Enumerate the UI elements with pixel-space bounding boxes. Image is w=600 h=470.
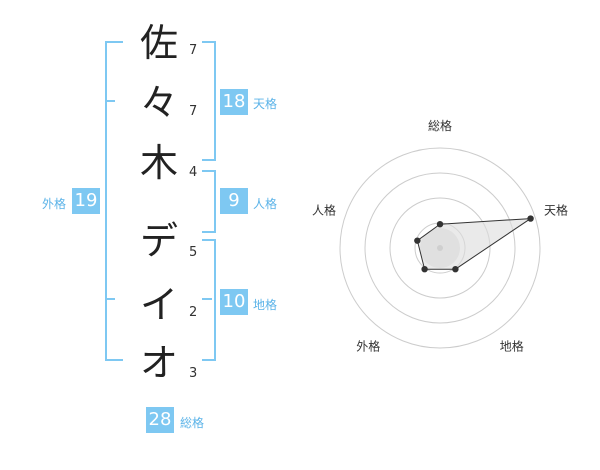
- jinkaku-label: 人格: [253, 197, 278, 211]
- radar-grid-ring: [364, 172, 516, 324]
- tenkaku-value: 18: [220, 89, 248, 115]
- chikaku-bracket-tick: [202, 298, 212, 300]
- gaikaku-bracket-tick-2: [105, 298, 115, 300]
- gaikaku-value: 19: [72, 188, 100, 214]
- radar-axis-label: 人格: [312, 202, 336, 217]
- radar-axis-label: 天格: [544, 202, 568, 217]
- name-char-6: オ: [140, 341, 179, 385]
- stroke-count-1: 7: [189, 43, 198, 58]
- radar-point: [414, 237, 421, 244]
- radar-point: [527, 215, 534, 222]
- name-char-2: 々: [140, 81, 179, 125]
- radar-point: [421, 265, 428, 273]
- radar-score-polygon: [416, 217, 533, 270]
- name-char-1: 佐: [140, 21, 179, 65]
- soukaku-label: 総格: [180, 416, 205, 430]
- jinkaku-value: 9: [220, 188, 248, 214]
- tenkaku-label: 天格: [253, 97, 278, 111]
- gaikaku-bracket: [105, 41, 123, 361]
- chikaku-value: 10: [220, 289, 248, 315]
- radar-point: [436, 220, 444, 228]
- radar-axis-label: 総格: [428, 118, 452, 133]
- tenkaku-bracket: [202, 41, 216, 161]
- gaikaku-label: 外格: [42, 197, 67, 211]
- radar-point: [452, 265, 459, 273]
- name-char-4: デ: [140, 219, 179, 263]
- name-char-5: イ: [140, 283, 179, 327]
- stroke-count-2: 7: [189, 104, 198, 119]
- radar-grid-ring: [339, 147, 541, 349]
- stroke-count-6: 3: [189, 366, 198, 381]
- chikaku-label: 地格: [253, 298, 278, 312]
- radar-axis-label: 地格: [500, 339, 524, 354]
- gaikaku-bracket-tick-1: [105, 100, 115, 102]
- radar-axis-label: 外格: [356, 339, 380, 354]
- radar-grid-ring: [389, 197, 491, 299]
- jinkaku-bracket: [202, 170, 216, 233]
- name-char-3: 木: [140, 141, 179, 185]
- stroke-count-3: 4: [189, 165, 198, 180]
- chikaku-bracket: [202, 239, 216, 361]
- stroke-count-4: 5: [189, 245, 198, 260]
- soukaku-value: 28: [146, 407, 174, 433]
- stroke-count-5: 2: [189, 305, 198, 320]
